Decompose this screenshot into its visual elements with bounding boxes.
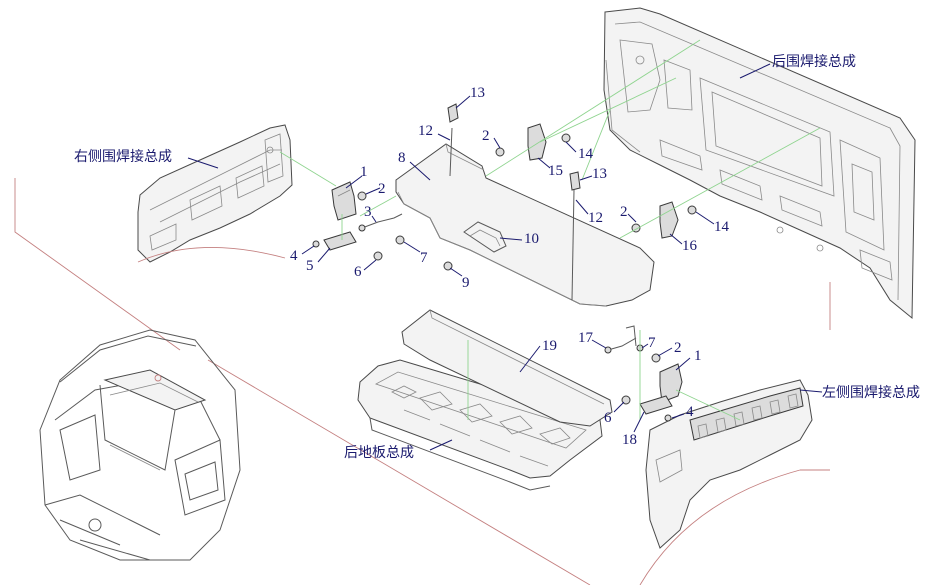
label-right-side-wall-assembly: 右侧围焊接总成 — [74, 148, 172, 165]
truck-cab — [39, 329, 241, 561]
callout-18: 18 — [622, 432, 637, 448]
part-2-bolt-mid — [495, 147, 505, 157]
callout-6-right: 6 — [604, 410, 612, 426]
callout-9: 9 — [462, 275, 470, 291]
hardware-parts — [312, 103, 697, 422]
callout-3: 3 — [364, 204, 372, 220]
callout-2-lower: 2 — [674, 340, 682, 356]
callout-13-left: 13 — [470, 85, 485, 101]
label-rear-wall-assembly: 后围焊接总成 — [772, 53, 856, 70]
callout-numbers: 1 2 3 4 5 6 7 8 9 10 12 13 2 14 15 13 12… — [290, 85, 730, 448]
leader-lines — [187, 63, 823, 451]
part-6-bolt-left — [373, 251, 383, 261]
part-4-nut-right — [664, 414, 672, 422]
assembly-names: 后围焊接总成 右侧围焊接总成 左侧围焊接总成 后地板总成 — [74, 53, 920, 461]
rear-wall-assembly — [603, 7, 916, 320]
part-4-nut-left — [312, 240, 320, 248]
part-18-plate — [639, 395, 673, 415]
part-14-bolt-right — [687, 205, 697, 215]
part-1-bracket-left — [331, 181, 357, 221]
left-side-wall-assembly — [639, 379, 830, 585]
callout-8: 8 — [398, 150, 406, 166]
part-12-strap-right — [571, 189, 575, 301]
callout-1-left: 1 — [360, 164, 368, 180]
callout-15: 15 — [548, 163, 563, 179]
callout-2-mid: 2 — [482, 128, 490, 144]
callout-4-right: 4 — [686, 404, 694, 420]
part-15-bracket — [527, 123, 547, 161]
part-8-bunk-board — [395, 143, 655, 307]
part-1-bracket-right — [659, 363, 683, 403]
callout-12-right: 12 — [588, 210, 603, 226]
callout-7-left: 7 — [420, 250, 428, 266]
callout-6-left: 6 — [354, 264, 362, 280]
part-7-bolt-left — [395, 235, 405, 245]
callout-2-right: 2 — [620, 204, 628, 220]
callout-14-mid: 14 — [578, 146, 594, 162]
part-13-clip-left — [447, 103, 459, 123]
callout-2-left: 2 — [378, 181, 386, 197]
callout-14-right: 14 — [714, 219, 730, 235]
callout-5: 5 — [306, 258, 314, 274]
callout-10: 10 — [524, 231, 539, 247]
part-2-bolt-left — [357, 191, 367, 201]
callout-13-right: 13 — [592, 166, 607, 182]
part-12-strap-left — [449, 127, 453, 177]
part-17-rod — [607, 337, 637, 351]
label-rear-floor-assembly: 后地板总成 — [344, 445, 414, 461]
callout-7-right: 7 — [648, 335, 656, 351]
assembly-guide-lines — [279, 39, 821, 421]
part-3-rod — [361, 213, 403, 229]
callout-1-right: 1 — [694, 348, 702, 364]
label-left-side-wall-assembly: 左侧围焊接总成 — [822, 384, 920, 401]
right-side-wall-assembly — [137, 124, 293, 263]
perspective-frame-lines — [14, 178, 831, 585]
part-5-plate — [323, 231, 357, 251]
part-19-floor-board — [401, 309, 613, 427]
part-14-bolt-mid — [561, 133, 571, 143]
callout-17: 17 — [578, 330, 594, 346]
callout-12-left: 12 — [418, 123, 433, 139]
callout-19: 19 — [542, 338, 557, 354]
callout-16: 16 — [682, 238, 698, 254]
part-13-clip-right — [569, 171, 581, 191]
callout-4-left: 4 — [290, 248, 298, 264]
rear-floor-assembly — [357, 359, 603, 491]
